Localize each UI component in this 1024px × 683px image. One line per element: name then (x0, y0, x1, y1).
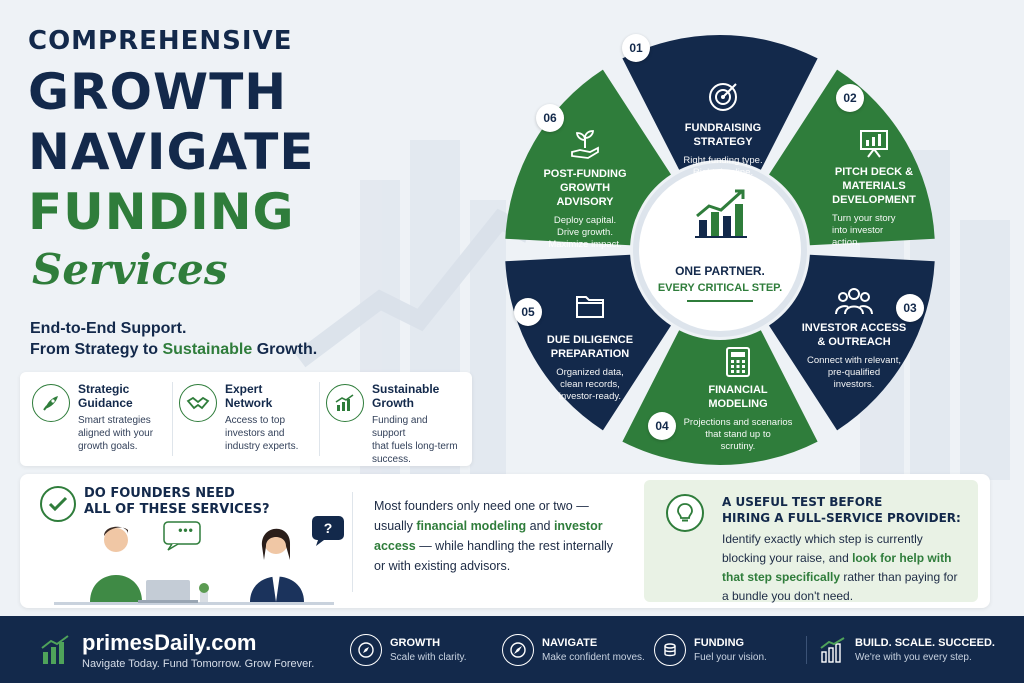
founders-illustration (54, 516, 344, 605)
question-title: DO FOUNDERS NEED ALL OF THESE SERVICES? (84, 486, 270, 517)
feature-title: Guidance (78, 396, 133, 410)
center-underline (687, 300, 753, 302)
heading-navigate: NAVIGATE (28, 123, 315, 181)
calculator-icon (726, 347, 750, 377)
folder-icon (576, 296, 604, 318)
brand[interactable]: primesDaily.com Navigate Today. Fund Tom… (0, 630, 350, 670)
compass-icon (502, 633, 534, 666)
tagline-line-1: End-to-End Support. (30, 320, 187, 337)
feature-title: Strategic (78, 382, 130, 396)
services-wheel: ONE PARTNER. EVERY CRITICAL STEP. 01 FUN… (490, 10, 950, 470)
feature-title: Sustainable (372, 382, 440, 396)
feature-title: Growth (372, 396, 414, 410)
handshake-icon (179, 384, 217, 422)
target-icon (709, 83, 737, 111)
step-number-04: 04 (648, 412, 676, 440)
lightbulb-icon (666, 494, 704, 532)
growth-chart-icon (326, 384, 364, 422)
step-number-06: 06 (536, 104, 564, 132)
step-number-05: 05 (514, 298, 542, 326)
bar-chart-icon (41, 634, 69, 664)
growth-chart-icon (695, 189, 747, 238)
compass-icon (350, 633, 382, 666)
check-icon (40, 486, 76, 522)
segment-shape-02 (769, 69, 935, 246)
brand-name[interactable]: primesDaily.com (82, 629, 257, 655)
segment-shape-03 (769, 254, 935, 431)
heading-growth: GROWTH (28, 63, 288, 121)
answer-text: Most founders only need one or two — usu… (374, 499, 614, 573)
presentation-icon (860, 130, 888, 158)
step-number-01: 01 (622, 34, 650, 62)
tagline-line-2: From Strategy to Sustainable Growth. (30, 341, 318, 358)
hero-heading: COMPREHENSIVE GROWTH NAVIGATE FUNDING Se… (28, 26, 448, 298)
heading-services: Services (32, 245, 228, 294)
useful-test-body: Identify exactly which step is currently… (722, 532, 958, 603)
heading-funding: FUNDING (28, 183, 295, 241)
step-number-03: 03 (896, 294, 924, 322)
plant-hand-icon (571, 130, 599, 159)
heading-comprehensive: COMPREHENSIVE (28, 26, 293, 56)
wheel-center: ONE PARTNER. EVERY CRITICAL STEP. (640, 264, 800, 302)
center-line-1: ONE PARTNER. (675, 264, 765, 278)
speech-bubble-dots: ••• (178, 523, 194, 537)
hero-tagline: End-to-End Support. From Strategy to Sus… (30, 318, 317, 360)
useful-test-title: A USEFUL TEST BEFORE HIRING A FULL-SERVI… (722, 495, 961, 525)
step-number-02: 02 (836, 84, 864, 112)
question-bubble: ? (323, 520, 333, 536)
footer: primesDaily.com Navigate Today. Fund Tom… (0, 616, 1024, 683)
rocket-icon (32, 384, 70, 422)
brand-tagline: Navigate Today. Fund Tomorrow. Grow Fore… (82, 657, 315, 670)
footer-item-build: BUILD. SCALE. SUCCEED.We're with you eve… (806, 635, 1016, 664)
feature-title: Network (225, 396, 273, 410)
people-icon (835, 288, 873, 315)
bar-chart-icon (820, 636, 845, 663)
info-band: DO FOUNDERS NEED ALL OF THESE SERVICES? … (20, 474, 990, 608)
info-divider (352, 492, 353, 592)
feature-title: Expert (225, 382, 263, 396)
segment-investor-access[interactable]: INVESTOR ACCESS& OUTREACH Connect with r… (790, 286, 918, 391)
useful-test-box: A USEFUL TEST BEFORE HIRING A FULL-SERVI… (644, 480, 978, 603)
center-line-2: EVERY CRITICAL STEP. (657, 282, 783, 294)
coins-icon (654, 633, 686, 666)
segment-shape-05 (505, 254, 671, 431)
